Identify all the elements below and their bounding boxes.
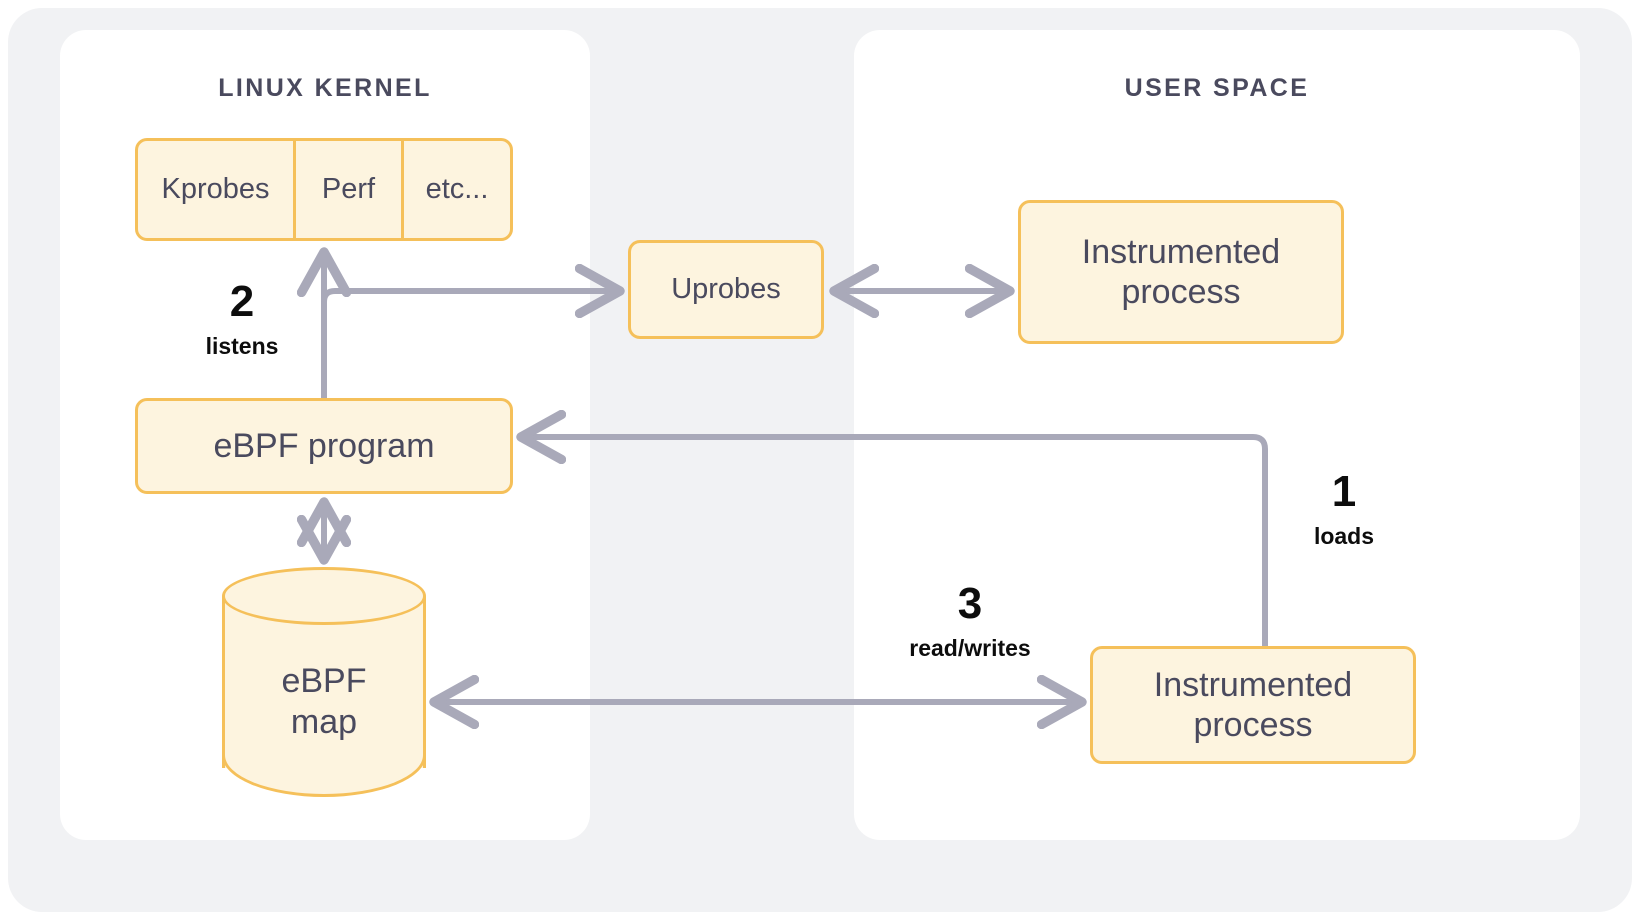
step-label-1: 1 loads (1296, 470, 1392, 548)
node-instrumented-process-top[interactable]: Instrumented process (1018, 200, 1344, 344)
node-instrumented-process-bottom-line2: process (1193, 706, 1313, 744)
node-instrumented-process-bottom[interactable]: Instrumented process (1090, 646, 1416, 764)
step-1-verb: loads (1313, 523, 1375, 549)
node-probes-group[interactable]: Kprobes Perf etc... (135, 138, 513, 241)
panel-title-linux-kernel: LINUX KERNEL (218, 74, 432, 102)
node-ebpf-map-line1: eBPF (281, 662, 367, 701)
step-2-number: 2 (229, 277, 255, 326)
cylinder-bottom (222, 709, 426, 797)
node-ebpf-program[interactable]: eBPF program (135, 398, 513, 494)
node-etc[interactable]: etc... (425, 173, 489, 206)
node-ebpf-map[interactable]: eBPF map (222, 567, 426, 797)
node-kprobes[interactable]: Kprobes (138, 141, 296, 238)
node-uprobes[interactable]: Uprobes (628, 240, 824, 339)
node-instrumented-process-bottom-line1: Instrumented (1153, 665, 1353, 704)
step-label-2: 2 listens (190, 280, 294, 358)
node-ebpf-map-line2: map (290, 703, 358, 741)
node-ebpf-map-label: eBPF map (222, 627, 426, 777)
panel-title-user-space: USER SPACE (1124, 74, 1310, 102)
node-perf[interactable]: Perf (296, 141, 404, 238)
cylinder-top (222, 567, 426, 625)
step-label-3: 3 read/writes (884, 582, 1056, 660)
step-2-verb: listens (205, 333, 279, 359)
step-3-verb: read/writes (909, 635, 1031, 661)
node-instrumented-process-top-line1: Instrumented (1081, 232, 1281, 271)
step-1-number: 1 (1331, 467, 1357, 516)
node-instrumented-process-top-line2: process (1121, 273, 1241, 311)
step-3-number: 3 (957, 579, 983, 628)
